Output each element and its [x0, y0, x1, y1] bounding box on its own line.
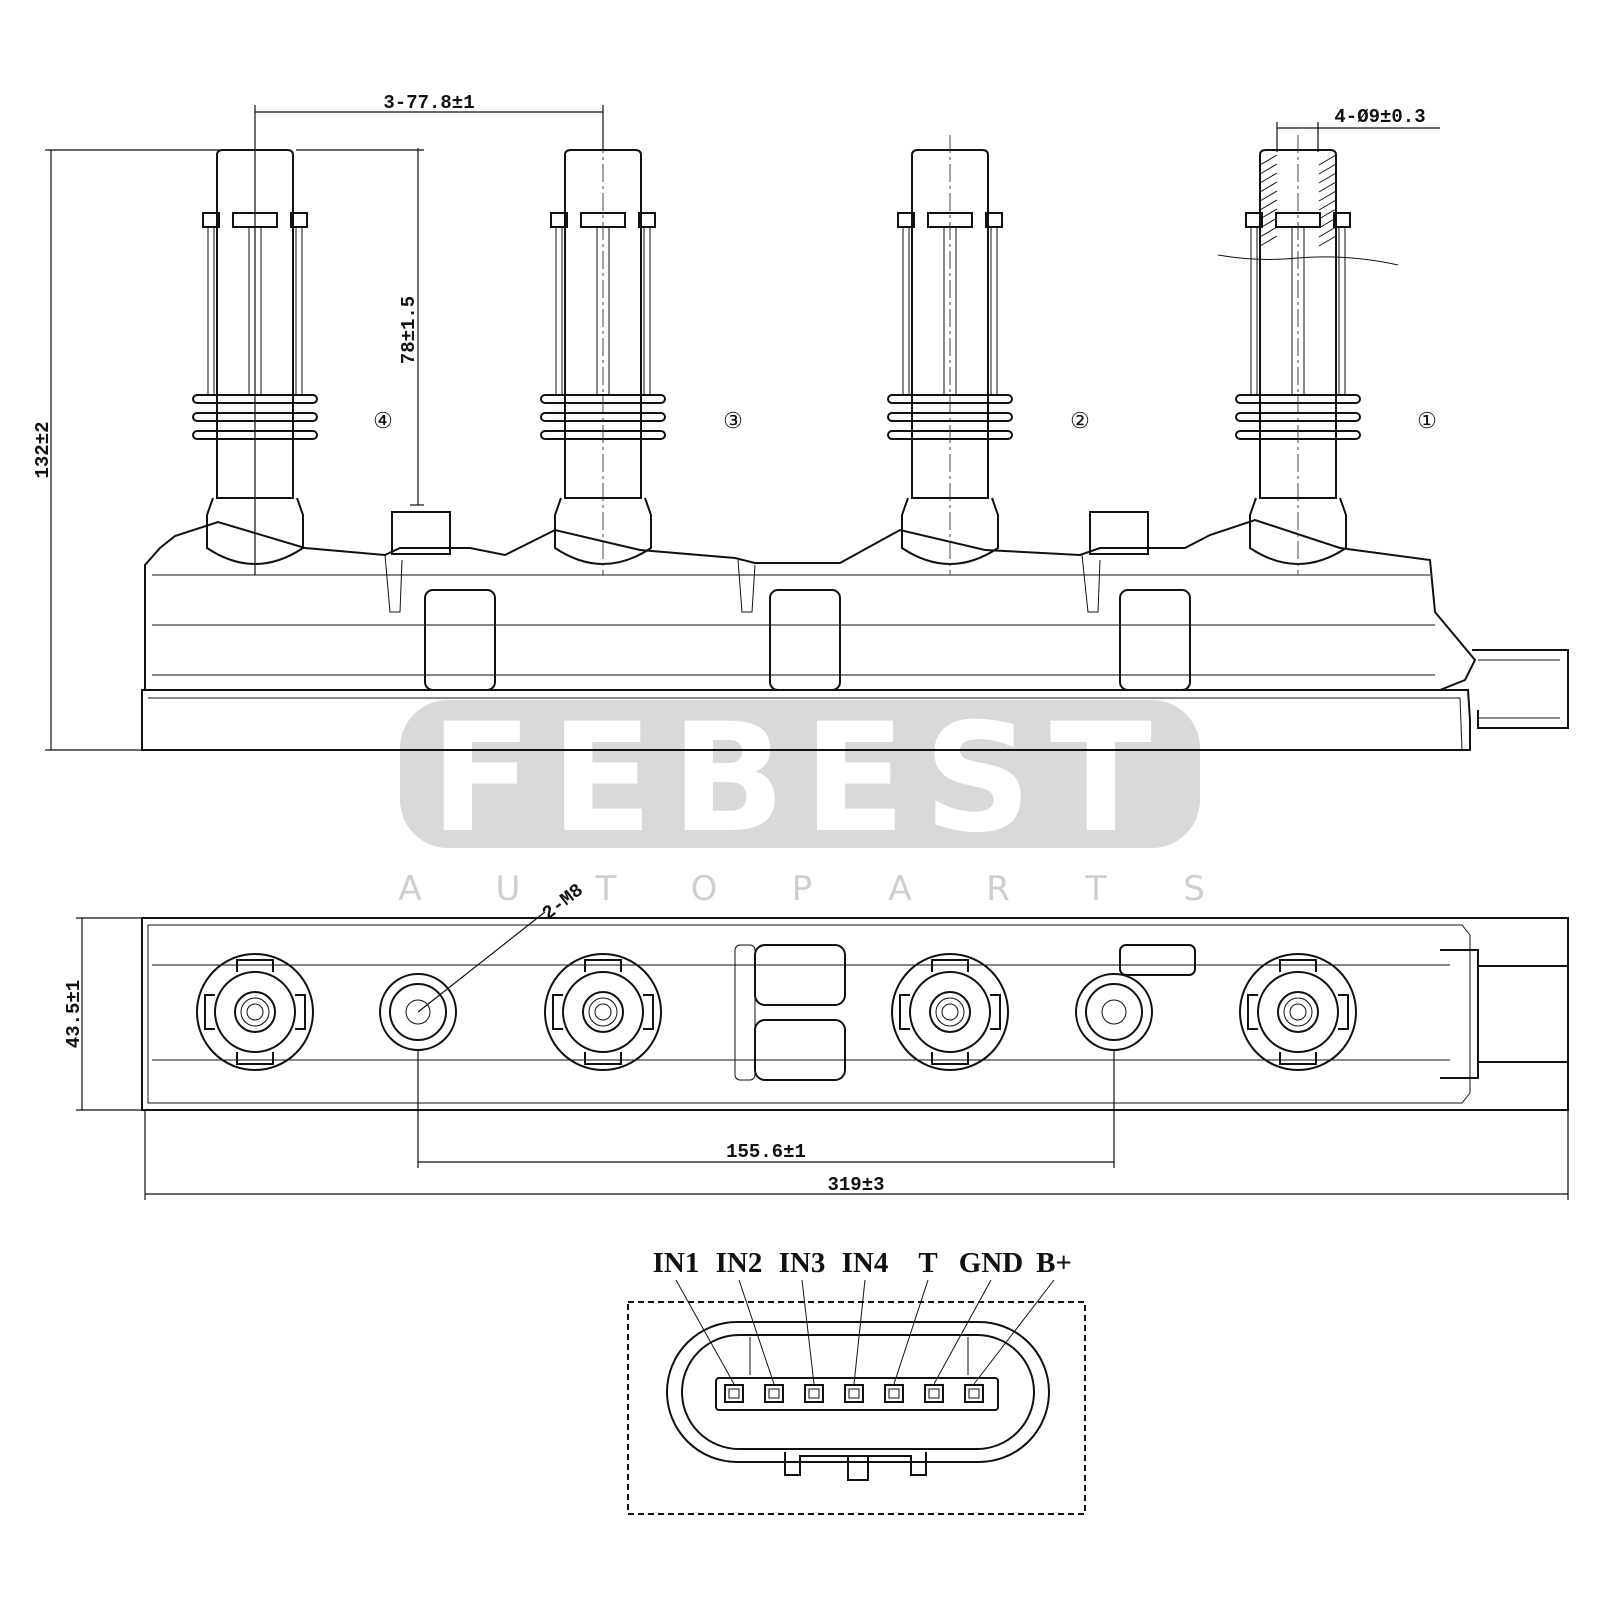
bolt-hole: [1075, 973, 1153, 1051]
connector-pinout: IN1 IN2 IN3 IN4 T GND B+: [627, 1247, 1086, 1515]
watermark-letter: S: [1183, 869, 1205, 909]
dim-bolt-spacing-label: 155.6±1: [726, 1141, 806, 1163]
watermark-brand: FEBEST: [430, 692, 1170, 866]
coil-boss: [891, 953, 1009, 1071]
dim-overall-height: 132±2: [32, 149, 220, 751]
cylinder-marker-4: ④: [373, 409, 393, 434]
dim-boot-diameter: 4-Ø9±0.3: [1276, 106, 1440, 152]
pin-label-3: IN3: [779, 1247, 826, 1279]
pin-leader: [853, 1279, 866, 1385]
pin-leader: [801, 1279, 815, 1385]
connector-pin: [884, 1384, 904, 1403]
pin-label-2: IN2: [716, 1247, 763, 1279]
dim-overall-length: 319±3: [144, 1110, 1569, 1200]
coil-housing: [144, 518, 1477, 691]
pin-leader: [973, 1279, 1055, 1385]
spark-tower: [540, 135, 666, 575]
coil-boss: [196, 953, 314, 1071]
dim-width-label: 43.5±1: [63, 980, 85, 1048]
dim-pitch: 3-77.8±1: [254, 92, 604, 575]
connector-pin: [924, 1384, 944, 1403]
watermark-letter: A: [398, 869, 421, 909]
connector-pin: [764, 1384, 784, 1403]
dim-bolt-spacing: 155.6±1: [417, 1050, 1115, 1168]
watermark-letter: O: [691, 869, 718, 909]
watermark: FEBEST A U T O P A R T S: [398, 692, 1204, 909]
pin-leader: [738, 1279, 775, 1385]
base-plate: [141, 689, 1471, 751]
pin-leader: [675, 1279, 735, 1385]
watermark-box: [400, 700, 1200, 848]
watermark-letter: T: [595, 869, 617, 909]
coil-boss: [1239, 953, 1357, 1071]
connector-pin: [844, 1384, 864, 1403]
pin-leader: [933, 1279, 992, 1385]
spark-tower: [1217, 135, 1399, 575]
pin-label-1: IN1: [653, 1247, 700, 1279]
pin-label-7: B+: [1036, 1247, 1072, 1279]
pinout-frame: [627, 1301, 1086, 1515]
top-connector: [1440, 949, 1568, 1079]
connector-pin: [804, 1384, 824, 1403]
connector-pin: [964, 1384, 984, 1403]
dim-boot-diameter-label: 4-Ø9±0.3: [1334, 106, 1425, 128]
connector-shell: [666, 1321, 1050, 1463]
watermark-letter: P: [792, 869, 813, 909]
pin-label-4: IN4: [842, 1247, 889, 1279]
connector-latch: [784, 1452, 927, 1481]
watermark-letter: T: [1085, 869, 1107, 909]
watermark-letter: U: [496, 869, 521, 909]
spark-tower: [887, 135, 1013, 575]
dim-boot-length: 78±1.5: [296, 148, 424, 506]
side-view: 3-77.8±1 4-Ø9±0.3 78±1.5 132±2 ④ ③ ② ①: [32, 92, 1569, 751]
top-view: 2-M8 43.5±1 155.6±1 319±3: [63, 879, 1569, 1200]
coil-boss: [544, 953, 662, 1071]
cylinder-marker-3: ③: [723, 409, 743, 434]
cylinder-marker-2: ②: [1070, 409, 1090, 434]
side-connector: [1472, 649, 1569, 729]
dim-overall-length-label: 319±3: [827, 1174, 884, 1196]
dim-overall-height-label: 132±2: [32, 421, 54, 478]
dim-width: 43.5±1: [63, 917, 142, 1111]
cylinder-marker-1: ①: [1417, 409, 1437, 434]
mount-lug: [1089, 511, 1149, 555]
pin-label-6: GND: [959, 1247, 1023, 1279]
mount-lug: [391, 511, 451, 555]
watermark-letter: R: [986, 869, 1010, 909]
pin-leader: [893, 1279, 929, 1385]
connector-pin: [724, 1384, 744, 1403]
watermark-letter: A: [888, 869, 911, 909]
dim-boot-length-label: 78±1.5: [398, 296, 420, 364]
dim-pitch-label: 3-77.8±1: [383, 92, 474, 114]
pin-label-5: T: [918, 1247, 937, 1279]
top-outline: [141, 917, 1569, 1111]
